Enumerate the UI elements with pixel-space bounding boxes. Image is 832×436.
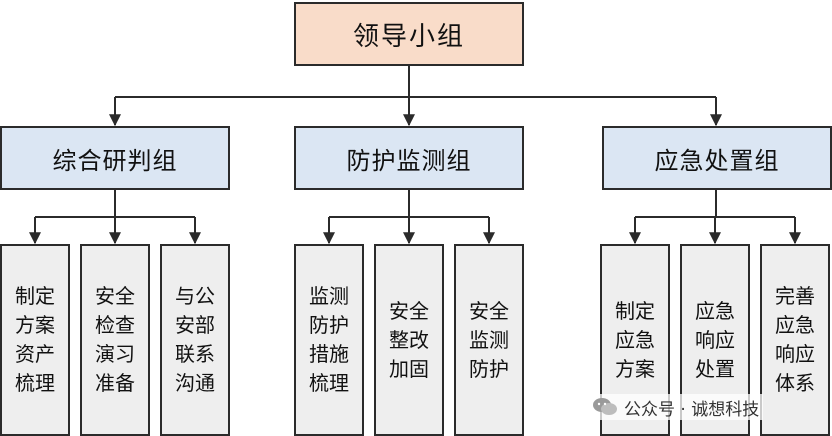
root-node-leadership-group: 领导小组 (294, 2, 524, 66)
leaf-node-label: 安全监测防护 (469, 298, 509, 381)
leaf-node: 与公安部联系沟通 (160, 244, 230, 436)
leaf-node-label: 监测防护措施梳理 (309, 284, 349, 395)
leaf-node: 完善应急响应体系 (760, 244, 830, 436)
leaf-node-label: 制定应急方案 (615, 298, 655, 381)
leaf-node-label: 安全检查演习准备 (95, 284, 135, 395)
leaf-node-label: 应急响应处置 (695, 298, 735, 381)
leaf-node: 制定方案资产梳理 (0, 244, 70, 436)
leaf-node: 安全检查演习准备 (80, 244, 150, 436)
group-node-comprehensive-analysis: 综合研判组 (0, 126, 230, 190)
leaf-node: 监测防护措施梳理 (294, 244, 364, 436)
group-node-protection-monitoring: 防护监测组 (294, 126, 524, 190)
group-node-emergency-response: 应急处置组 (602, 126, 832, 190)
leaf-node-label: 完善应急响应体系 (775, 284, 815, 395)
root-node-label: 领导小组 (352, 21, 465, 52)
group-node-label: 综合研判组 (52, 146, 178, 175)
leaf-node-label: 制定方案资产梳理 (15, 284, 55, 395)
wechat-icon (593, 398, 617, 415)
watermark-text: 公众号 · 诚想科技 (624, 399, 760, 420)
group-node-label: 应急处置组 (654, 146, 780, 175)
leaf-node: 应急响应处置 (680, 244, 750, 436)
group-node-label: 防护监测组 (346, 146, 472, 175)
leaf-node-label: 与公安部联系沟通 (175, 284, 215, 395)
leaf-node-label: 安全整改加固 (389, 298, 429, 381)
leaf-node: 安全监测防护 (454, 244, 524, 436)
watermark: 公众号 · 诚想科技 (588, 394, 764, 420)
leaf-node: 安全整改加固 (374, 244, 444, 436)
